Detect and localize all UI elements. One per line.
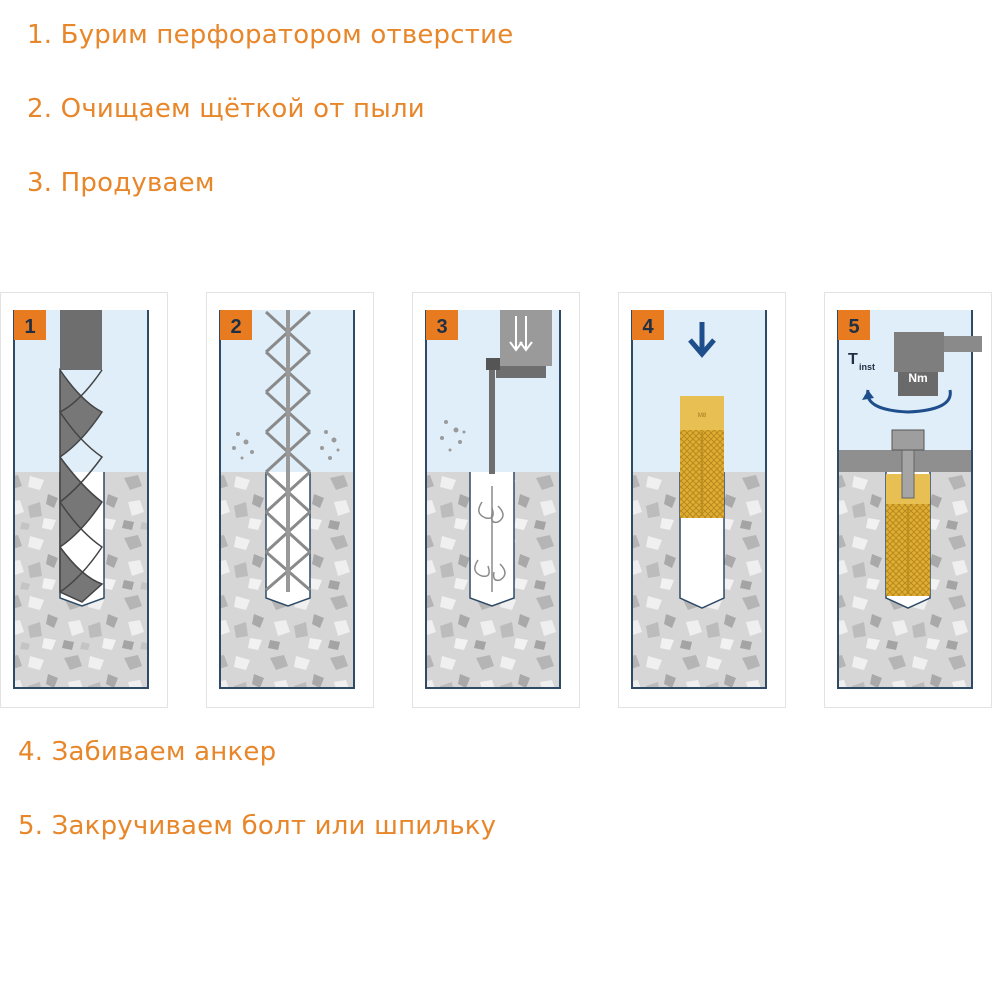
- air-swirls: [474, 486, 506, 592]
- torque-symbol: T: [848, 351, 858, 368]
- step-3-badge: [426, 310, 458, 340]
- step-3-text: 3. Продуваем: [27, 168, 215, 198]
- step-1-text: 1. Бурим перфоратором отверстие: [27, 20, 514, 50]
- panel-step-2-brushing: 2: [206, 292, 374, 708]
- wrench-handle: [934, 336, 982, 352]
- panel-step-3-blowing: 3: [412, 292, 580, 708]
- step-4-number: 4: [642, 316, 654, 338]
- panel-step-4-anchor: M8 4: [618, 292, 786, 708]
- step-4-badge: [632, 310, 664, 340]
- step-2-text: 2. Очищаем щёткой от пыли: [27, 94, 425, 124]
- anchor-head: [680, 396, 724, 430]
- step-1-number: 1: [24, 316, 35, 338]
- step-4-text: 4. Забиваем анкер: [18, 737, 277, 767]
- step-3-number: 3: [436, 316, 447, 338]
- torque-unit-label: Nm: [908, 371, 927, 385]
- anchor-size-mark: M8: [698, 413, 707, 419]
- step-5-badge: [838, 310, 870, 340]
- dust-particles: [440, 420, 466, 452]
- bolt-head: [891, 429, 925, 451]
- panel-step-1-drilling: 1: [0, 292, 168, 708]
- torque-wrench: [894, 332, 944, 372]
- step-2-badge: [220, 310, 252, 340]
- drill-bit: [58, 367, 104, 603]
- step-2-number: 2: [230, 316, 241, 338]
- torque-subscript: inst: [859, 362, 875, 372]
- dust-particles: [232, 430, 340, 460]
- panel-step-5-tightening: M8 Nm T inst 5: [824, 292, 992, 708]
- rotation-arrow-icon: [866, 389, 952, 414]
- step-1-badge: [14, 310, 46, 340]
- step-5-number: 5: [848, 316, 859, 338]
- drill-shank: [60, 310, 102, 370]
- step-5-text: 5. Закручиваем болт или шпильку: [18, 811, 497, 841]
- down-arrow-icon: [688, 322, 716, 358]
